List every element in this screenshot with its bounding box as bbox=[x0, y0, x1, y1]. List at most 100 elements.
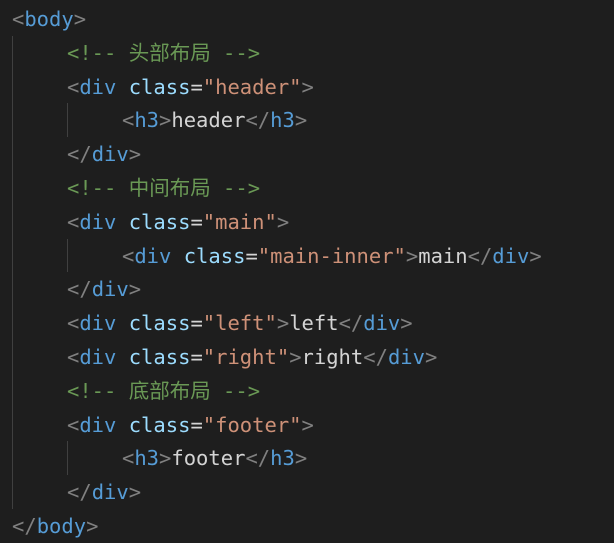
attribute-name: class bbox=[128, 345, 191, 369]
code-line[interactable]: <div class="main"> bbox=[0, 205, 614, 239]
tag-bracket: </ bbox=[363, 345, 388, 369]
code-line[interactable]: <div class="footer"> bbox=[0, 408, 614, 442]
equals-sign: = bbox=[190, 345, 203, 369]
tag-bracket: </ bbox=[338, 311, 364, 336]
attribute-name: class bbox=[183, 243, 246, 268]
tag-bracket: > bbox=[128, 142, 142, 167]
tag-name: div bbox=[79, 345, 117, 369]
equals-sign: = bbox=[190, 74, 203, 99]
tag-name: div bbox=[387, 345, 425, 369]
code-line[interactable]: <div class="right">right</div> bbox=[0, 340, 614, 374]
code-line[interactable]: </div> bbox=[0, 272, 614, 306]
attribute-name: class bbox=[128, 412, 191, 437]
tag-bracket: > bbox=[301, 74, 314, 99]
equals-sign: = bbox=[245, 243, 258, 268]
code-line[interactable]: <div class="header"> bbox=[0, 70, 614, 104]
tag-name: div bbox=[363, 311, 401, 336]
comment-text: <!-- 底部布局 --> bbox=[67, 378, 261, 403]
attribute-name: class bbox=[128, 74, 191, 99]
attribute-value: "main" bbox=[202, 209, 277, 234]
code-line[interactable]: <h3>footer</h3> bbox=[0, 441, 614, 475]
code-line[interactable]: <body> bbox=[0, 2, 614, 36]
tag-bracket: < bbox=[122, 446, 135, 471]
tag-bracket: > bbox=[128, 480, 142, 505]
text-content: main bbox=[418, 243, 468, 268]
tag-name: h3 bbox=[270, 446, 295, 471]
tag-bracket: > bbox=[128, 277, 142, 302]
text-content: header bbox=[171, 108, 246, 133]
tag-bracket: </ bbox=[467, 243, 493, 268]
tag-name: div bbox=[79, 209, 117, 234]
code-line[interactable]: <div class="main-inner">main</div> bbox=[0, 239, 614, 273]
tag-bracket: > bbox=[400, 311, 413, 336]
tag-bracket: > bbox=[159, 446, 172, 471]
indent-guide bbox=[67, 103, 68, 138]
tag-bracket: > bbox=[294, 108, 308, 133]
tag-bracket: </ bbox=[67, 480, 92, 505]
tag-bracket: > bbox=[529, 243, 542, 268]
tag-bracket: > bbox=[276, 209, 290, 234]
attribute-value: "footer" bbox=[202, 412, 302, 437]
tag-bracket: < bbox=[67, 74, 80, 99]
attribute-value: "main-inner" bbox=[257, 243, 406, 268]
tag-bracket: > bbox=[276, 311, 290, 336]
code-line[interactable]: <!-- 中间布局 --> bbox=[0, 171, 614, 205]
tag-bracket: > bbox=[405, 243, 419, 268]
tag-name: div bbox=[134, 243, 172, 268]
tag-name: div bbox=[492, 243, 530, 268]
tag-bracket: < bbox=[12, 7, 25, 31]
code-line[interactable]: </div> bbox=[0, 137, 614, 171]
tag-bracket: > bbox=[301, 412, 314, 437]
comment-text: <!-- 头部布局 --> bbox=[67, 40, 261, 65]
tag-bracket: < bbox=[67, 345, 80, 369]
text-content bbox=[116, 210, 128, 234]
tag-name: body bbox=[36, 514, 87, 538]
tag-bracket: < bbox=[122, 243, 135, 268]
tag-bracket: > bbox=[289, 345, 302, 369]
indent-guide bbox=[67, 441, 68, 476]
text-content: right bbox=[301, 345, 364, 369]
text-content bbox=[116, 345, 128, 369]
tag-bracket: </ bbox=[67, 142, 92, 167]
attribute-value: "header" bbox=[202, 74, 302, 99]
code-line[interactable]: </body> bbox=[0, 509, 614, 543]
equals-sign: = bbox=[190, 412, 203, 437]
tag-bracket: < bbox=[122, 108, 135, 133]
code-line[interactable]: </div> bbox=[0, 475, 614, 509]
tag-bracket: </ bbox=[12, 514, 37, 538]
text-content bbox=[116, 311, 128, 335]
indent-guide bbox=[67, 238, 68, 273]
tag-bracket: </ bbox=[67, 277, 92, 302]
comment-text: <!-- 中间布局 --> bbox=[67, 176, 261, 200]
code-line[interactable]: <!-- 头部布局 --> bbox=[0, 36, 614, 70]
tag-name: div bbox=[79, 74, 117, 99]
tag-bracket: > bbox=[424, 345, 438, 369]
tag-name: h3 bbox=[134, 446, 160, 471]
attribute-value: "left" bbox=[202, 311, 277, 336]
tag-bracket: > bbox=[159, 108, 172, 133]
equals-sign: = bbox=[190, 209, 203, 234]
tag-name: div bbox=[79, 311, 117, 336]
tag-bracket: </ bbox=[245, 108, 271, 133]
tag-bracket: > bbox=[73, 7, 87, 31]
tag-name: body bbox=[24, 7, 74, 31]
tag-bracket: < bbox=[67, 311, 80, 336]
text-content: footer bbox=[171, 446, 246, 471]
equals-sign: = bbox=[190, 311, 203, 336]
indent-guide bbox=[12, 35, 13, 509]
text-content bbox=[171, 244, 183, 268]
tag-name: h3 bbox=[134, 108, 160, 133]
text-content bbox=[116, 75, 128, 99]
tag-name: div bbox=[79, 412, 117, 437]
code-line[interactable]: <!-- 底部布局 --> bbox=[0, 374, 614, 408]
text-content: left bbox=[289, 311, 339, 336]
tag-bracket: > bbox=[294, 446, 308, 471]
tag-bracket: </ bbox=[245, 446, 271, 471]
tag-name: div bbox=[91, 480, 129, 505]
code-line[interactable]: <h3>header</h3> bbox=[0, 103, 614, 137]
attribute-value: "right" bbox=[202, 345, 290, 369]
tag-name: h3 bbox=[270, 108, 295, 133]
code-line[interactable]: <div class="left">left</div> bbox=[0, 306, 614, 340]
tag-bracket: > bbox=[86, 514, 99, 538]
